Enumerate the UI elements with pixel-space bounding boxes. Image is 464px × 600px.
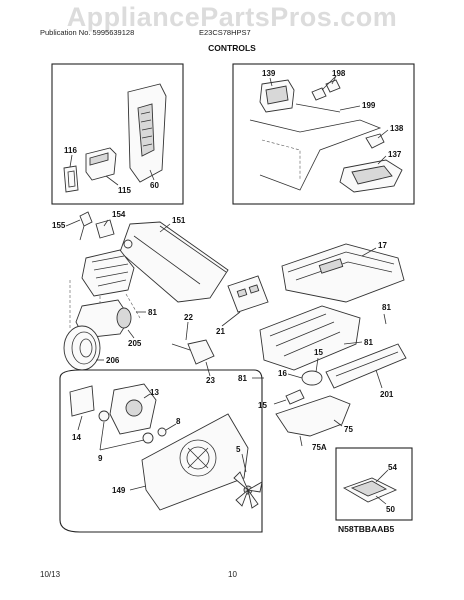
inset-frame-top-left bbox=[51, 63, 184, 205]
callout-15: 15 bbox=[314, 348, 323, 357]
inset-top-left: 116 115 60 bbox=[51, 63, 184, 205]
callout-115: 115 bbox=[118, 186, 131, 195]
callout-13: 13 bbox=[150, 388, 159, 397]
part-199-rod bbox=[295, 103, 341, 113]
inset-frame-top-right bbox=[232, 63, 415, 205]
footer-date: 10/13 bbox=[40, 570, 61, 579]
part-201-strip bbox=[325, 343, 407, 389]
part-138 bbox=[365, 133, 385, 149]
main-assembly: 155 154 151 205 206 81 bbox=[52, 210, 407, 452]
part-21-panel bbox=[227, 275, 269, 313]
callout-205: 205 bbox=[128, 339, 142, 348]
callout-75a: 75A bbox=[312, 443, 327, 452]
callout-50: 50 bbox=[386, 505, 395, 514]
callout-23: 23 bbox=[206, 376, 215, 385]
part-5-fan-blade bbox=[233, 471, 263, 509]
part-15-fitting bbox=[285, 389, 305, 405]
publication-number: Publication No. 5995639128 bbox=[40, 28, 135, 37]
callout-81-a: 81 bbox=[148, 308, 157, 317]
callout-22: 22 bbox=[184, 313, 193, 322]
part-16 bbox=[301, 370, 323, 386]
callout-149: 149 bbox=[112, 486, 126, 495]
callout-201: 201 bbox=[380, 390, 394, 399]
callout-116: 116 bbox=[64, 146, 77, 155]
callout-137: 137 bbox=[388, 150, 402, 159]
callout-206: 206 bbox=[106, 356, 120, 365]
part-155 bbox=[79, 211, 93, 227]
part-54 bbox=[350, 480, 388, 497]
watermark: AppliancePartsPros.com bbox=[66, 2, 398, 32]
part-75-chute bbox=[275, 395, 351, 437]
part-23-cover bbox=[187, 339, 215, 365]
callout-155: 155 bbox=[52, 221, 66, 230]
callout-16: 16 bbox=[278, 369, 287, 378]
callout-154: 154 bbox=[112, 210, 126, 219]
callout-81-b: 81 bbox=[382, 303, 391, 312]
part-154 bbox=[95, 219, 115, 239]
part-9b bbox=[142, 432, 154, 444]
callout-14: 14 bbox=[72, 433, 81, 442]
callout-5: 5 bbox=[236, 445, 241, 454]
diagram-code: N58TBBAAB5 bbox=[338, 524, 394, 534]
part-198a bbox=[311, 87, 327, 101]
inset-frame-fan bbox=[59, 369, 263, 533]
page-title: CONTROLS bbox=[208, 43, 256, 53]
callout-151: 151 bbox=[172, 216, 186, 225]
callout-81-c: 81 bbox=[364, 338, 373, 347]
callout-21: 21 bbox=[216, 327, 225, 336]
callout-81-d: 81 bbox=[238, 374, 247, 383]
callout-17: 17 bbox=[378, 241, 387, 250]
callout-75: 75 bbox=[344, 425, 353, 434]
callout-199: 199 bbox=[362, 101, 376, 110]
model-number: E23CS78HPS7 bbox=[199, 28, 251, 37]
callout-8: 8 bbox=[176, 417, 181, 426]
part-115-module bbox=[85, 147, 117, 181]
callout-198: 198 bbox=[332, 69, 346, 78]
callout-9: 9 bbox=[98, 454, 103, 463]
callout-15-b: 15 bbox=[258, 401, 267, 410]
footer-page-number: 10 bbox=[228, 570, 237, 579]
inset-bottom-right: 54 50 bbox=[335, 447, 413, 521]
part-14-bracket bbox=[69, 385, 95, 417]
callout-60: 60 bbox=[150, 181, 159, 190]
part-149-shroud bbox=[141, 413, 249, 511]
callout-139: 139 bbox=[262, 69, 276, 78]
part-9a bbox=[98, 410, 110, 422]
inset-top-right: 139 198 199 138 137 bbox=[232, 63, 415, 205]
inset-frame-bottom-right bbox=[335, 447, 413, 521]
callout-138: 138 bbox=[390, 124, 404, 133]
callout-54: 54 bbox=[388, 463, 397, 472]
part-116-plate bbox=[63, 165, 79, 193]
part-8 bbox=[157, 427, 167, 437]
inset-fan-motor: 14 13 9 8 149 5 bbox=[59, 369, 263, 533]
part-60-window bbox=[137, 103, 155, 157]
part-lower-housing bbox=[259, 305, 361, 371]
